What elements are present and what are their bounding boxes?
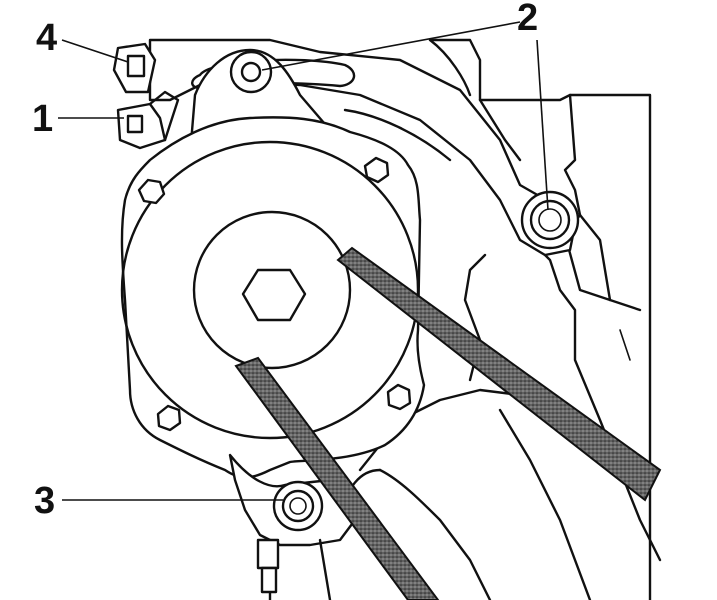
callout-2: 2 — [517, 0, 538, 39]
engine-housing — [358, 38, 662, 600]
top-left-fasteners — [112, 42, 180, 150]
adjuster-bolt-2 — [520, 190, 580, 250]
callout-4: 4 — [36, 17, 57, 59]
bottom-left-bolt — [256, 538, 280, 594]
callout-leaders — [58, 21, 549, 501]
housing-bolts — [137, 156, 412, 432]
top-pivot-bolt — [229, 50, 273, 94]
callout-1: 1 — [32, 98, 53, 140]
callout-3: 3 — [34, 480, 55, 522]
lower-bolt-3 — [272, 480, 324, 532]
drive-belts — [234, 246, 662, 600]
pulley-nut — [241, 268, 307, 322]
